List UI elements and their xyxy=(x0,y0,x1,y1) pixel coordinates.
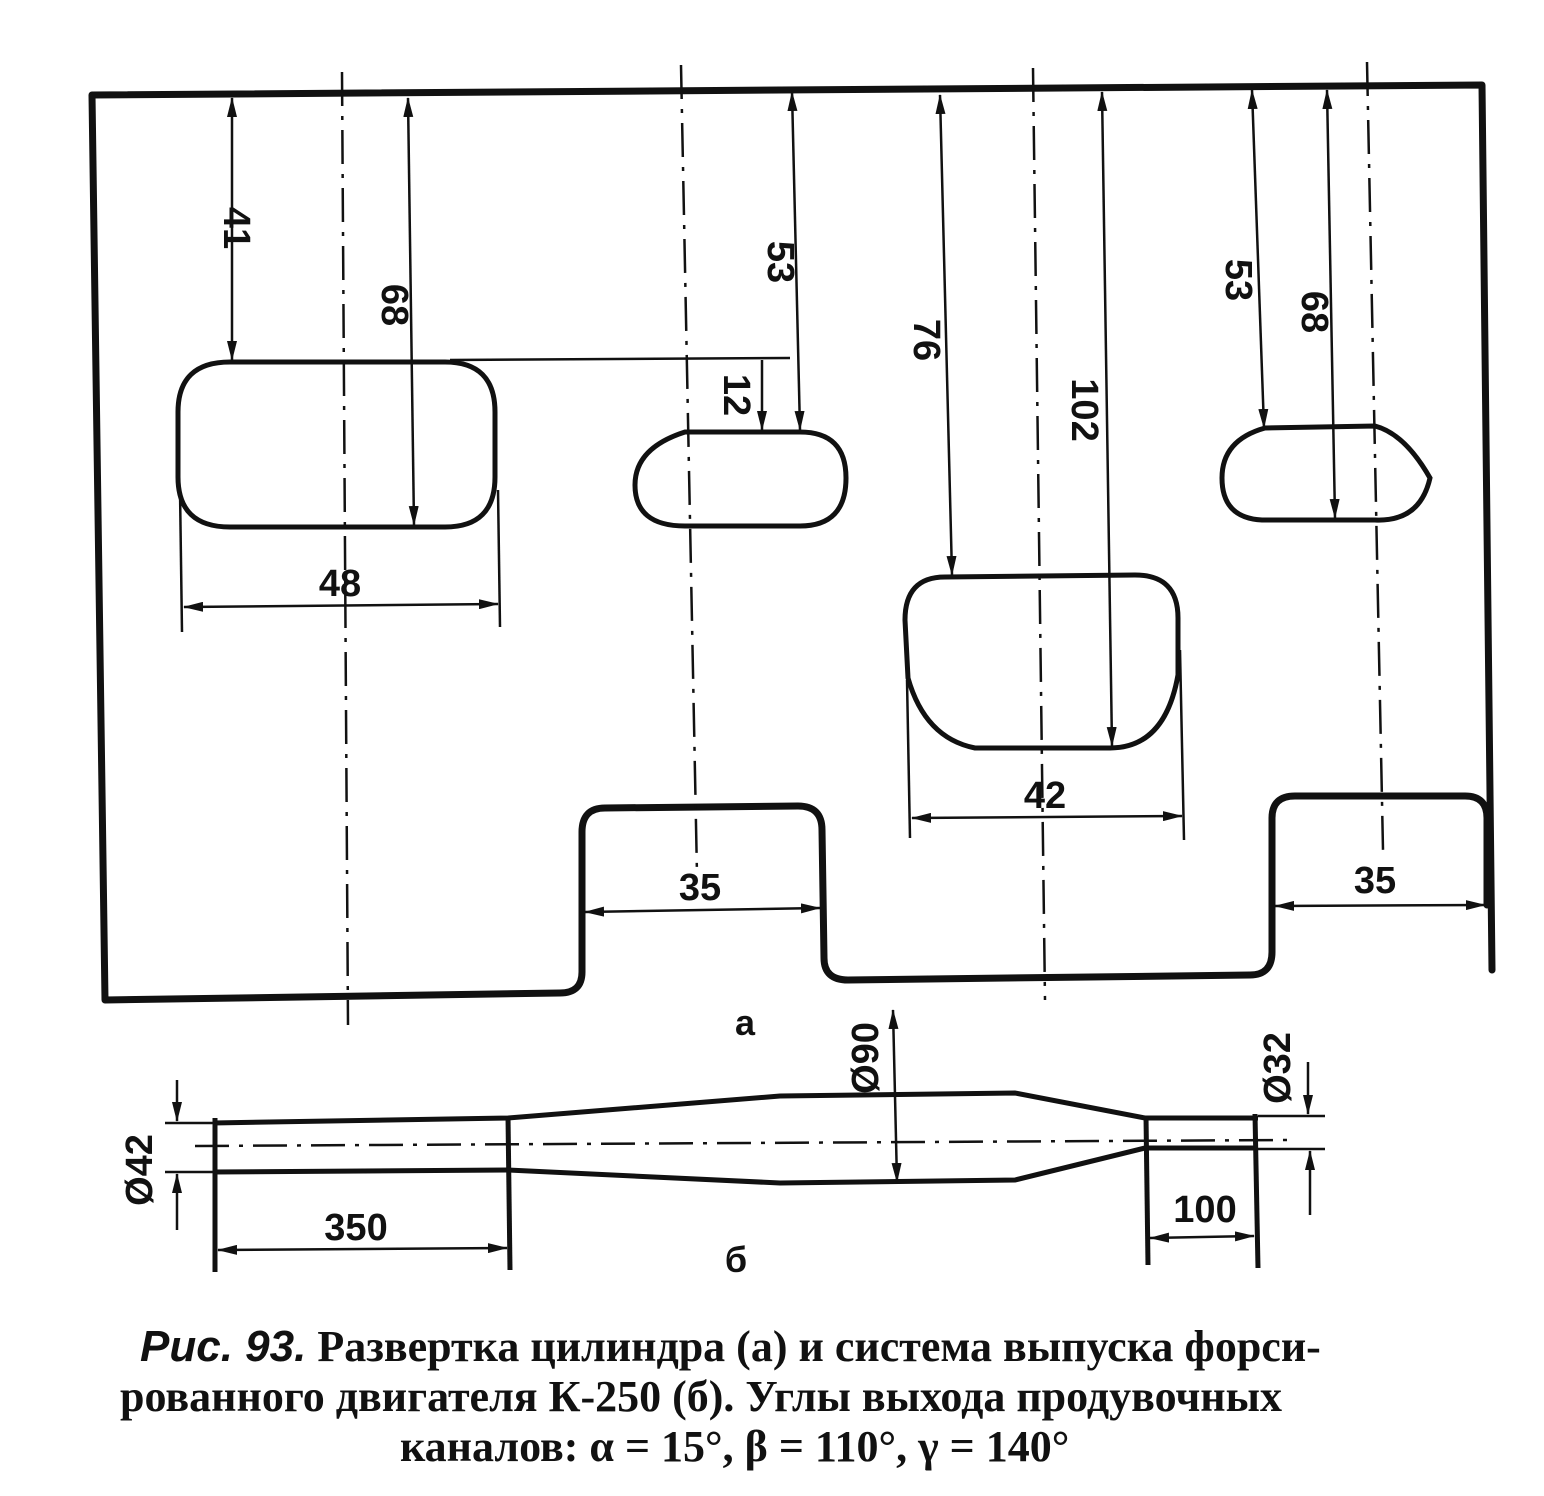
dim-35-right-line xyxy=(1274,900,1486,911)
dim-48: 48 xyxy=(319,563,361,605)
caption-text-1: Развертка цилиндра (а) и система выпуска… xyxy=(317,1322,1321,1371)
pipe-centerline xyxy=(194,1138,1291,1148)
port-left xyxy=(175,359,498,530)
dim-350: 350 xyxy=(324,1207,387,1249)
dim-dia90-line xyxy=(888,1009,902,1183)
dim-68-left-line xyxy=(403,97,419,526)
dim-42-line xyxy=(911,811,1183,823)
figure-number: Рис. 93. xyxy=(140,1322,307,1371)
centerline-4 xyxy=(1365,61,1385,851)
exhaust-pipe-outline xyxy=(212,1090,1258,1186)
cylinder-development: 41 68 48 12 53 76 102 42 53 68 35 35 а xyxy=(88,61,1496,1043)
centerline-2 xyxy=(679,64,699,876)
cylinder-outline xyxy=(88,81,1496,1004)
dim-76: 76 xyxy=(905,319,947,361)
ext-42-left xyxy=(905,679,912,839)
dim-35-right: 35 xyxy=(1354,860,1396,902)
dim-68-left: 68 xyxy=(373,284,415,326)
port-middle-small xyxy=(632,429,849,529)
centerline-3 xyxy=(1031,67,1047,1001)
pipe-cone-joint xyxy=(1143,1115,1151,1266)
ext-42-right xyxy=(1178,649,1186,841)
dim-68-right: 68 xyxy=(1293,291,1335,333)
caption-line-2: рованного двигателя К-250 (б). Углы выхо… xyxy=(120,1372,1282,1421)
centerline-1 xyxy=(340,71,350,1026)
dim-48-line xyxy=(183,599,499,612)
dim-68-right-line xyxy=(1322,89,1340,519)
port-right xyxy=(1219,423,1433,523)
dim-53-right-line xyxy=(1247,89,1269,429)
dim-102: 102 xyxy=(1063,378,1105,441)
dim-dia32: Ø32 xyxy=(1257,1032,1299,1104)
dim-76-line xyxy=(935,94,957,576)
dim-100-line xyxy=(1149,1231,1255,1243)
dim-102-line xyxy=(1097,91,1117,747)
dim-53-mid-line xyxy=(787,91,805,431)
dim-42: 42 xyxy=(1024,775,1066,817)
figure-caption: Рис. 93. Развертка цилиндра (а) и систем… xyxy=(120,1322,1500,1472)
exhaust-system: Ø42 Ø90 Ø32 350 100 б xyxy=(119,1009,1325,1280)
subfigure-label-b: б xyxy=(725,1239,747,1280)
pipe-end-right xyxy=(1252,1113,1261,1269)
dim-100: 100 xyxy=(1173,1189,1236,1231)
dim-53-right: 53 xyxy=(1217,259,1259,301)
ext-48-right xyxy=(496,489,502,628)
dim-350-line xyxy=(217,1243,508,1255)
port-middle-large xyxy=(902,572,1181,751)
caption-line-1: Рис. 93. Развертка цилиндра (а) и систем… xyxy=(120,1322,1500,1372)
subfigure-label-a: а xyxy=(735,1002,756,1043)
dim-dia42: Ø42 xyxy=(119,1134,161,1206)
ext-line-top-left-port xyxy=(449,356,791,362)
dim-41: 41 xyxy=(215,207,257,249)
dim-35-left: 35 xyxy=(679,867,721,909)
ext-48-left xyxy=(178,489,184,633)
caption-line-3: каналов: α = 15°, β = 110°, γ = 140° xyxy=(400,1422,1070,1471)
dim-12: 12 xyxy=(715,374,757,416)
pipe-section-joint xyxy=(505,1115,513,1271)
dim-53-mid: 53 xyxy=(759,241,801,283)
dim-dia90: Ø90 xyxy=(845,1022,887,1094)
dim-35-left-line xyxy=(584,903,821,917)
